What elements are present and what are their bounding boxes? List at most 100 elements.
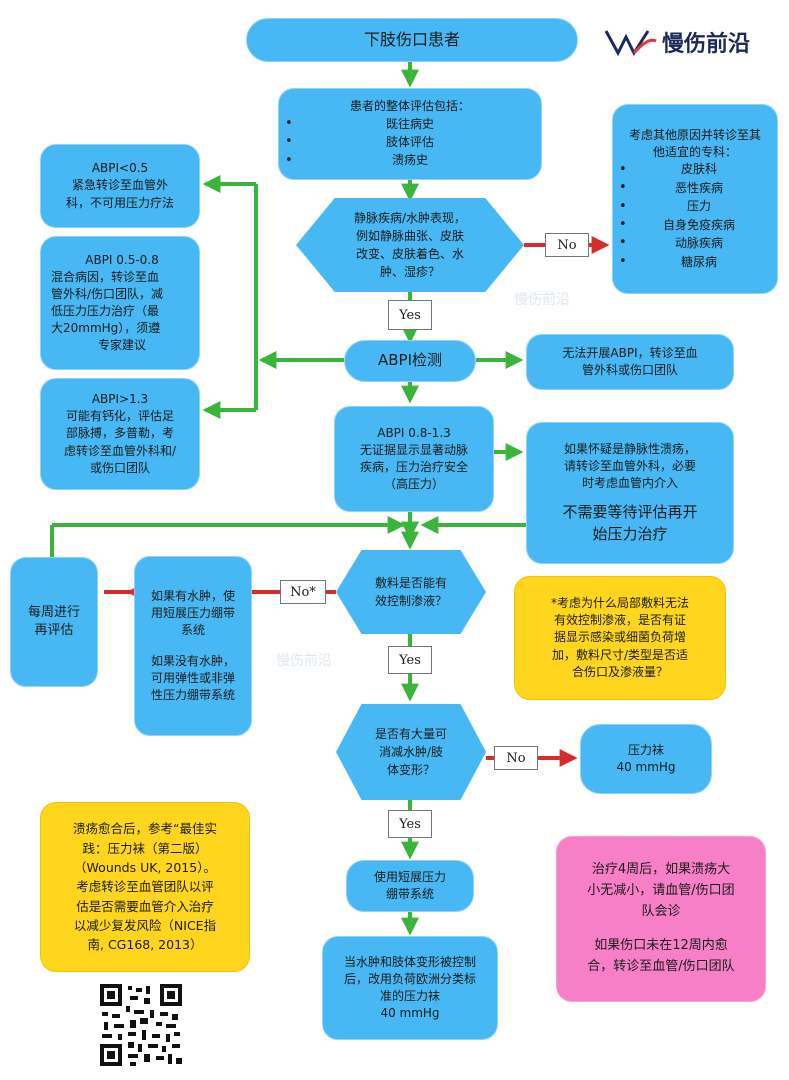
dressing-note-box: *考虑为什么局部敷料无法 有效控制渗液，是否有证 据显示感染或细菌负荷增 加，敷… <box>514 576 726 700</box>
abpi-low-line: 紧急转诊至血管外 <box>71 178 168 193</box>
weekly-review-line: 再评估 <box>34 623 74 638</box>
assessment-item: •既往病史 <box>285 115 434 131</box>
abpi-high-line: 部脉搏，多普勒，考 <box>65 426 174 441</box>
venous-ulcer-line: 时考虑血管内介入 <box>581 476 678 491</box>
bandage-choice-line: 如果没有水肿， <box>150 654 235 668</box>
bandage-choice-line: 如果有水肿，使 <box>150 588 235 603</box>
assessment-box: 患者的整体评估包括： •既往病史 •肢体评估 •溃疡史 <box>278 88 542 180</box>
watermark: 慢伤前沿 <box>276 653 332 669</box>
qr-code-icon <box>100 984 182 1066</box>
other-causes-line: 他适宜的专科： <box>652 144 737 159</box>
review-note-box: 治疗4周后，如果溃疡大 小无减小，请血管/伤口团 队会诊 如果伤口未在12周内愈… <box>556 836 766 1002</box>
abpi-test-label: ABPI检测 <box>377 351 443 370</box>
controlled-line: 准的压力袜 <box>379 989 440 1003</box>
abpi-test-node: ABPI检测 <box>344 340 476 382</box>
other-causes-item: •压力 <box>619 198 711 214</box>
other-causes-item: •恶性疾病 <box>619 180 723 196</box>
weekly-review-box: 每周进行 再评估 <box>10 557 98 687</box>
no-label: No <box>545 233 589 257</box>
yes-label: Yes <box>388 300 432 330</box>
abpi-high-box: ABPI>1.3 可能有钙化，评估足 部脉搏，多普勒，考 虑转诊至血管外科和/ … <box>40 378 200 490</box>
review-note-line: 合，转诊至血管/伤口团队 <box>587 959 735 975</box>
other-causes-item: •自身免疫疾病 <box>619 217 735 233</box>
other-causes-line: 考虑其他原因并转诊至其 <box>628 127 761 142</box>
dressing-note-line: 合伤口及渗液量？ <box>571 664 668 679</box>
healed-note-line: 估是否需要血管介入治疗 <box>76 898 214 914</box>
dressing-question-line: 效控制渗液？ <box>374 594 447 608</box>
abpi-mid-line: 低压力压力治疗（最 <box>51 304 160 318</box>
bandage-choice-line: 可用弹性或非弹 <box>150 671 235 686</box>
abpi-mid-line: 混合病因，转诊至血 <box>51 269 160 284</box>
abpi-normal-line: 无证据显示显著动脉 <box>359 442 468 457</box>
venous-question-line: 肿、湿疹？ <box>379 265 440 279</box>
yes-label: Yes <box>388 646 432 674</box>
review-note-line: 如果伤口未在12周内愈 <box>594 938 728 954</box>
abpi-high-line: ABPI>1.3 <box>91 392 149 407</box>
brand-swoosh-icon <box>604 30 657 57</box>
no-abpi-line: 管外科或伤口团队 <box>581 363 678 377</box>
bandage-choice-line: 性压力绷带系统 <box>150 688 235 703</box>
abpi-low-box: ABPI<0.5 紧急转诊至血管外 科，不可用压力疗法 <box>40 144 200 228</box>
venous-ulcer-line: 请转诊至血管外科，必要 <box>563 459 696 474</box>
abpi-high-line: 或伤口团队 <box>89 460 150 475</box>
yes-label: Yes <box>388 810 432 838</box>
bandage-choice-line: 系统 <box>180 622 205 637</box>
abpi-high-line: 虑转诊至血管外科和/ <box>63 443 177 458</box>
abpi-mid-line: 专家建议 <box>97 338 146 353</box>
dressing-note-line: 有效控制渗液，是否有证 <box>553 613 686 628</box>
review-note-line: 治疗4周后，如果溃疡大 <box>591 862 731 877</box>
dressing-question-line: 敷料是否能有 <box>374 576 447 590</box>
other-causes-item: •皮肤科 <box>619 161 717 177</box>
dressing-note-line: *考虑为什么局部敷料无法 <box>550 596 689 611</box>
stocking-box: 压力袜 40 mmHg <box>580 724 712 794</box>
edema-question-line: 体变形？ <box>386 763 435 777</box>
edema-question-hexagon: 是否有大量可 消减水肿/肢 体变形？ <box>336 704 486 800</box>
venous-ulcer-box: 如果怀疑是静脉性溃疡， 请转诊至血管外科，必要 时考虑血管内介入 不需要等待评估… <box>526 422 734 564</box>
abpi-low-line: 科，不可用压力疗法 <box>65 195 174 210</box>
bandage-choice-line: 用短展压力绷带 <box>150 605 235 620</box>
venous-ulcer-emphasis: 始压力治疗 <box>592 524 668 543</box>
no-star-label: No* <box>280 580 326 604</box>
controlled-line: 当水肿和肢体变形被控制 <box>343 954 476 969</box>
other-causes-item: •动脉疾病 <box>619 235 723 251</box>
other-causes-box: 考虑其他原因并转诊至其 他适宜的专科： •皮肤科 •恶性疾病 •压力 •自身免疫… <box>612 104 778 294</box>
other-causes-item: •糖尿病 <box>619 253 717 269</box>
stocking-line: 压力袜 <box>627 742 664 757</box>
qr-code <box>100 984 182 1066</box>
abpi-low-line: ABPI<0.5 <box>91 161 149 176</box>
controlled-line: 40 mmHg <box>380 1006 440 1021</box>
controlled-box: 当水肿和肢体变形被控制 后，改用负荷欧洲分类标 准的压力袜 40 mmHg <box>322 936 498 1040</box>
no-label: No <box>494 746 538 770</box>
dressing-question-hexagon: 敷料是否能有 效控制渗液？ <box>336 550 486 634</box>
healed-note-line: 以减少复发风险（NICE指 <box>73 918 217 934</box>
healed-note-line: 践：压力袜（第二版） <box>82 840 208 856</box>
short-bandage-line: 绷带系统 <box>385 887 434 901</box>
abpi-mid-box: ABPI 0.5-0.8 混合病因，转诊至血 管外科/伤口团队，减 低压力压力治… <box>40 236 200 370</box>
controlled-line: 后，改用负荷欧洲分类标 <box>343 971 476 986</box>
short-bandage-line: 使用短展压力 <box>373 869 446 884</box>
healed-note-line: （Wounds UK, 2015）。 <box>74 859 216 875</box>
venous-question-line: 静脉疾病/水肿表现， <box>353 211 467 225</box>
assessment-list: •既往病史 •肢体评估 •溃疡史 <box>285 115 535 170</box>
no-abpi-line: 无法开展ABPI，转诊至血 <box>562 345 698 360</box>
assessment-item: •肢体评估 <box>285 134 434 150</box>
abpi-mid-line: ABPI 0.5-0.8 <box>85 252 159 267</box>
abpi-normal-box: ABPI 0.8-1.3 无证据显示显著动脉 疾病，压力治疗安全 （高压力） <box>334 406 494 512</box>
venous-question-hexagon: 静脉疾病/水肿表现， 例如静脉曲张、皮肤 改变、皮肤着色、水 肿、湿疹？ <box>296 198 524 292</box>
review-note-line: 队会诊 <box>641 903 681 919</box>
watermark: 慢伤前沿 <box>514 292 570 308</box>
abpi-normal-line: 疾病，压力治疗安全 <box>359 460 468 474</box>
venous-ulcer-line: 如果怀疑是静脉性溃疡， <box>563 442 696 457</box>
abpi-mid-line: 大20mmHg），须遵 <box>51 321 161 336</box>
start-node: 下肢伤口患者 <box>246 18 578 62</box>
weekly-review-line: 每周进行 <box>27 604 80 620</box>
no-abpi-box: 无法开展ABPI，转诊至血 管外科或伤口团队 <box>526 334 734 390</box>
edema-question-line: 消减水肿/肢 <box>378 745 444 759</box>
other-causes-list: •皮肤科 •恶性疾病 •压力 •自身免疫疾病 •动脉疾病 •糖尿病 <box>619 161 771 272</box>
review-note-line: 小无减小，请血管/伤口团 <box>587 882 735 898</box>
healed-note-line: 南, CG168, 2013） <box>87 937 203 953</box>
start-title: 下肢伤口患者 <box>363 29 460 49</box>
venous-ulcer-emphasis: 不需要等待评估再开 <box>562 503 698 522</box>
brand-name: 慢伤前沿 <box>662 32 751 57</box>
dressing-note-line: 据显示感染或细菌负荷增 <box>553 630 686 645</box>
